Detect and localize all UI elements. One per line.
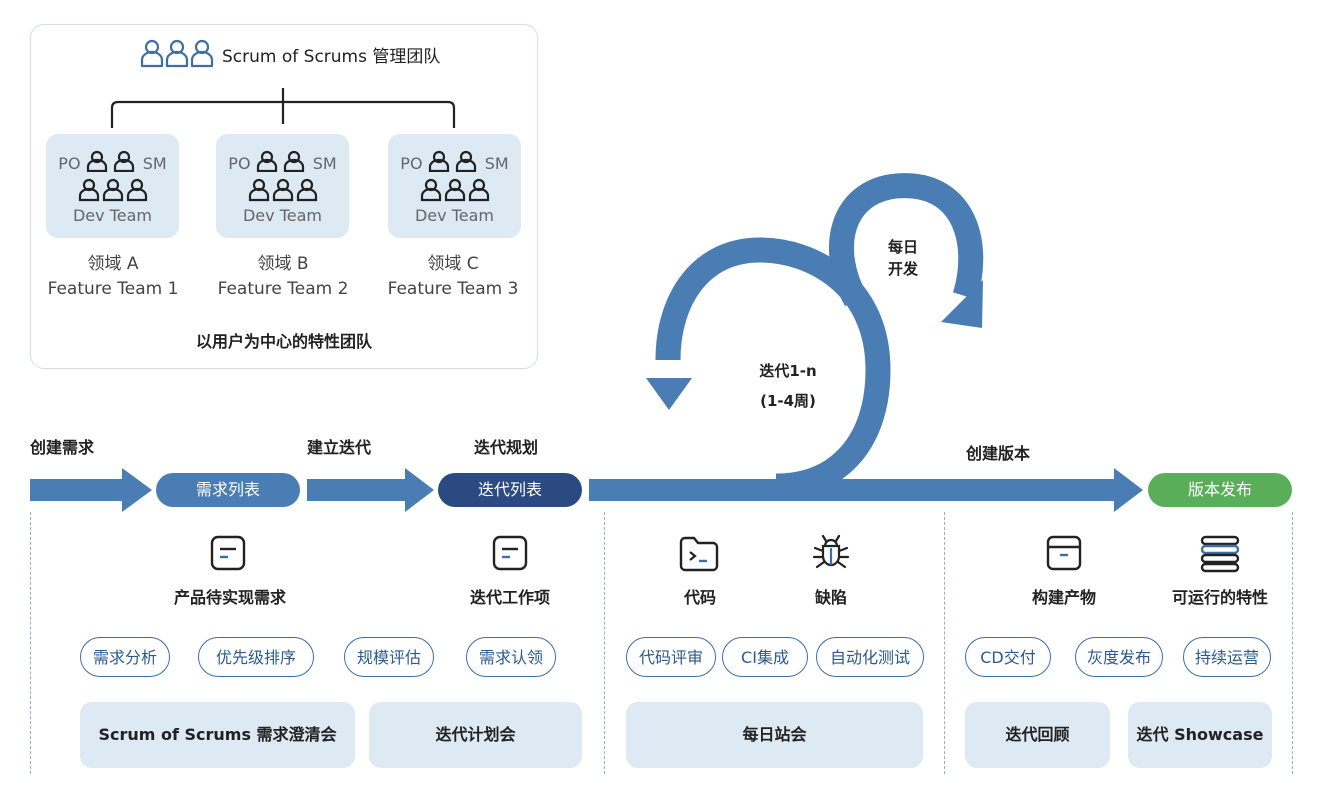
separator-line: [944, 512, 945, 774]
activity-ci-integration[interactable]: CI集成: [722, 637, 808, 677]
activity-continuous-ops[interactable]: 持续运营: [1183, 637, 1271, 677]
build-iteration-label: 建立迭代: [307, 438, 372, 457]
activity-size-estimation[interactable]: 规模评估: [344, 637, 434, 677]
separator-line: [30, 512, 31, 774]
daily-dev-label: 每日 开发: [887, 238, 918, 278]
activity-requirement-claim[interactable]: 需求认领: [466, 637, 556, 677]
backlog-items-label: 产品待实现需求: [173, 588, 286, 607]
activity-requirement-analysis[interactable]: 需求分析: [80, 637, 170, 677]
meeting-daily-standup: 每日站会: [626, 702, 923, 768]
team-caption-1: 领域 A Feature Team 1: [28, 252, 198, 302]
po-sm-row: PO SM: [46, 150, 179, 173]
po-sm-person-icons: [86, 150, 134, 173]
team-caption-3: 领域 C Feature Team 3: [368, 252, 538, 302]
feature-team-card-3: PO SM Dev Team: [388, 134, 521, 238]
stack-layers-icon: [1200, 535, 1240, 573]
iteration-label: 迭代1-n (1-4周): [759, 362, 817, 410]
activity-gray-release[interactable]: 灰度发布: [1075, 637, 1163, 677]
package-box-icon: [1046, 535, 1082, 571]
dev-team-label: Dev Team: [242, 206, 322, 225]
sm-label: SM: [312, 154, 337, 173]
work-items-label: 迭代工作项: [469, 588, 550, 607]
po-sm-person-icons: [428, 150, 476, 173]
team-group-icon: [140, 39, 214, 68]
po-label: PO: [58, 154, 81, 173]
sm-label: SM: [484, 154, 509, 173]
po-label: PO: [400, 154, 423, 173]
bug-icon: [812, 534, 850, 569]
separator-line: [1292, 512, 1293, 774]
feature-team-card-1: PO SM Dev Team: [46, 134, 179, 238]
defect-label: 缺陷: [814, 588, 847, 607]
po-sm-person-icons: [256, 150, 304, 173]
meeting-retrospective: 迭代回顾: [965, 702, 1110, 768]
meeting-refinement: Scrum of Scrums 需求澄清会: [80, 702, 355, 768]
dev-team-label: Dev Team: [72, 206, 152, 225]
backlog-pill[interactable]: 需求列表: [156, 473, 300, 507]
dev-team-person-icons: [248, 178, 318, 202]
main-flow-arrows: [30, 468, 1143, 512]
feature-label: 可运行的特性: [1171, 588, 1268, 607]
document-icon: [492, 535, 528, 571]
team-name: Feature Team 3: [387, 279, 519, 299]
team-caption-2: 领域 B Feature Team 2: [198, 252, 368, 302]
po-label: PO: [228, 154, 251, 173]
team-name: Feature Team 2: [217, 279, 349, 299]
management-subtitle: 以用户为中心的特性团队: [195, 332, 372, 351]
team-name: Feature Team 1: [47, 279, 179, 299]
separator-line: [604, 512, 605, 774]
dev-team-person-icons: [420, 178, 490, 202]
release-pill[interactable]: 版本发布: [1148, 473, 1292, 507]
dev-team-label: Dev Team: [414, 206, 494, 225]
team-domain: 领域 C: [427, 254, 479, 274]
code-folder-icon: [679, 536, 719, 572]
sm-label: SM: [142, 154, 167, 173]
po-sm-row: PO SM: [388, 150, 521, 173]
iteration-planning-label: 迭代规划: [474, 438, 539, 457]
po-sm-row: PO SM: [216, 150, 349, 173]
activity-code-review[interactable]: 代码评审: [626, 637, 716, 677]
code-label: 代码: [683, 588, 716, 607]
create-requirement-label: 创建需求: [30, 438, 95, 457]
create-version-label: 创建版本: [966, 444, 1031, 463]
team-domain: 领域 B: [257, 254, 309, 274]
management-title: Scrum of Scrums 管理团队: [222, 47, 441, 67]
activity-automated-testing[interactable]: 自动化测试: [816, 637, 924, 677]
meeting-planning: 迭代计划会: [369, 702, 582, 768]
iteration-list-pill[interactable]: 迭代列表: [438, 473, 582, 507]
activity-prioritization[interactable]: 优先级排序: [198, 637, 314, 677]
team-connector: [110, 88, 456, 128]
dev-team-person-icons: [78, 178, 148, 202]
document-icon: [210, 535, 246, 571]
team-domain: 领域 A: [87, 254, 139, 274]
activity-cd-delivery[interactable]: CD交付: [965, 637, 1051, 677]
meeting-showcase: 迭代 Showcase: [1128, 702, 1272, 768]
feature-team-card-2: PO SM Dev Team: [216, 134, 349, 238]
build-artifact-label: 构建产物: [1031, 588, 1096, 607]
